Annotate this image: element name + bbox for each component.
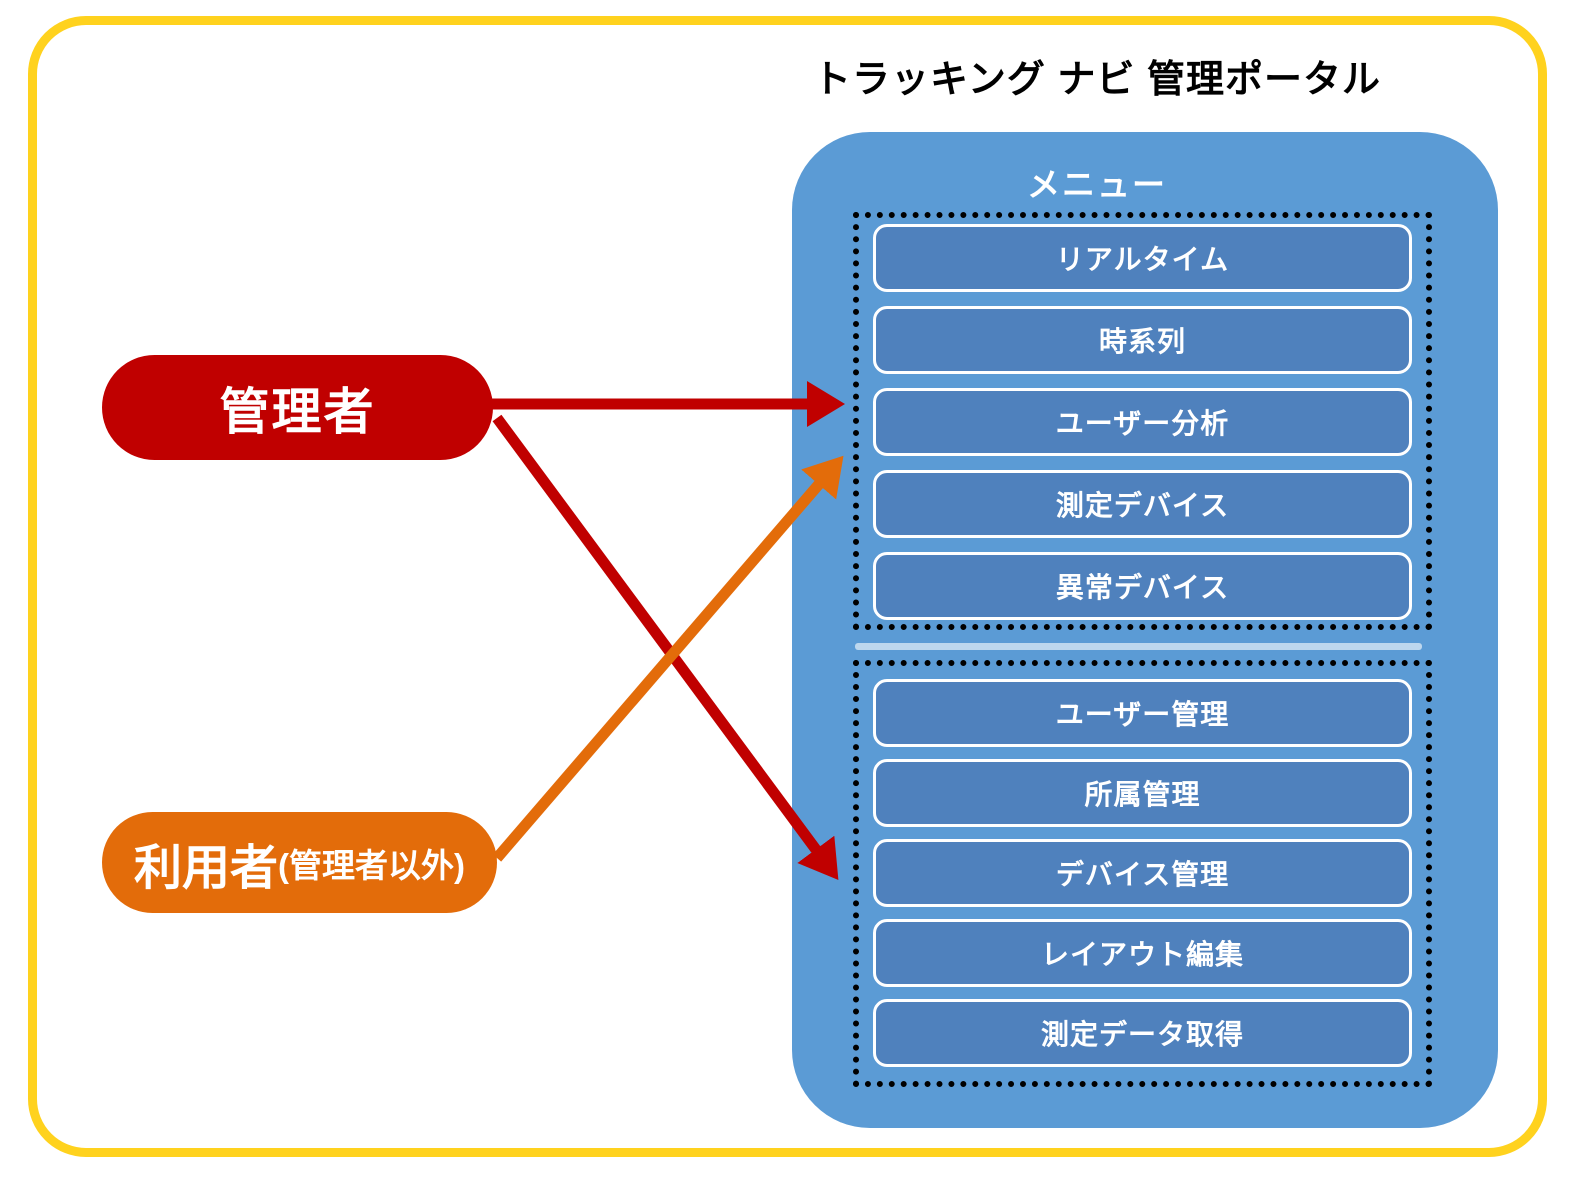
menu-header: メニュー	[1027, 166, 1167, 203]
actor-user-suffix: (管理者以外)	[278, 846, 465, 884]
menu-item-timeseries[interactable]: 時系列	[873, 306, 1412, 374]
view-menu-group: リアルタイム 時系列 ユーザー分析 測定デバイス 異常デバイス	[853, 212, 1432, 630]
manage-menu-group: ユーザー管理 所属管理 デバイス管理 レイアウト編集 測定データ取得	[853, 660, 1432, 1087]
menu-item-realtime[interactable]: リアルタイム	[873, 224, 1412, 292]
portal-menu-panel: メニュー リアルタイム 時系列 ユーザー分析 測定デバイス 異常デバイス ユーザ…	[792, 132, 1498, 1128]
menu-item-device-management[interactable]: デバイス管理	[873, 839, 1412, 907]
menu-item-measuring-devices[interactable]: 測定デバイス	[873, 470, 1412, 538]
outer-yellow-frame	[28, 16, 1547, 1157]
menu-item-layout-edit[interactable]: レイアウト編集	[873, 919, 1412, 987]
group-divider-line	[855, 643, 1422, 650]
menu-item-user-analysis[interactable]: ユーザー分析	[873, 388, 1412, 456]
menu-item-abnormal-devices[interactable]: 異常デバイス	[873, 552, 1412, 620]
actor-admin-label: 管理者	[219, 383, 376, 440]
actor-user-pill: 利用者(管理者以外)	[102, 812, 497, 913]
actor-user-label: 利用者	[134, 841, 279, 895]
actor-admin-pill: 管理者	[102, 355, 493, 460]
menu-item-measurement-data-export[interactable]: 測定データ取得	[873, 999, 1412, 1067]
menu-item-user-management[interactable]: ユーザー管理	[873, 679, 1412, 747]
menu-item-affiliation-management[interactable]: 所属管理	[873, 759, 1412, 827]
page-title: トラッキング ナビ 管理ポータル	[813, 59, 1381, 101]
